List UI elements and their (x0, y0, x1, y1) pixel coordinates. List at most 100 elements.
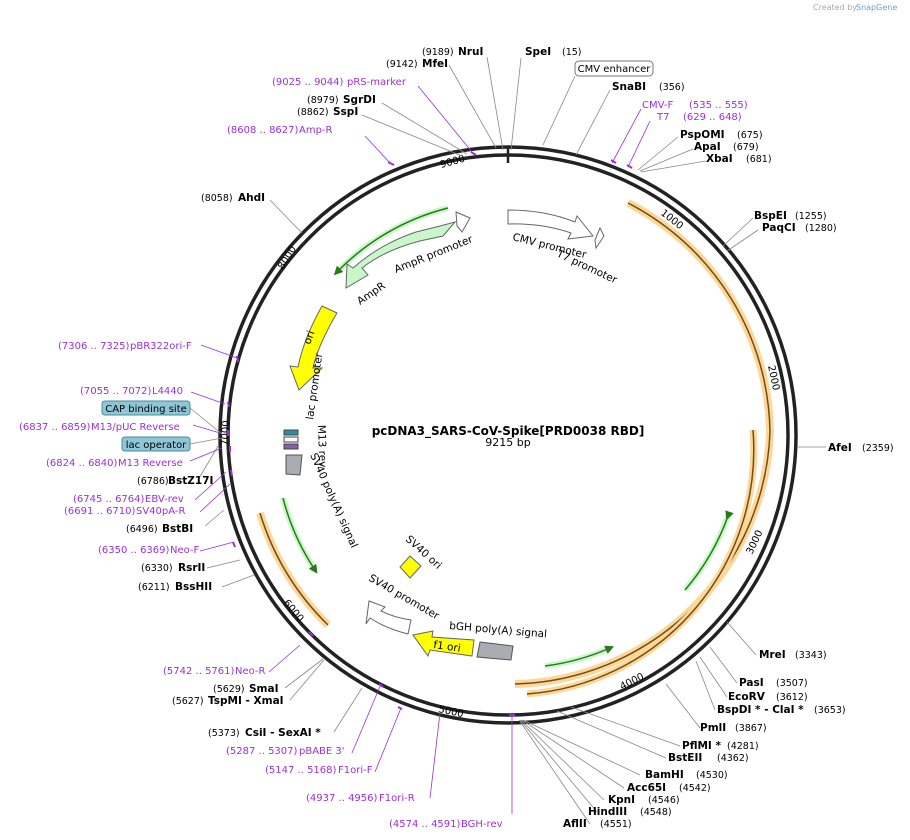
primer-range: (8608 .. 8627) (227, 125, 299, 136)
f1-ori-arrow (412, 630, 475, 658)
enzyme-pos: (1255) (795, 211, 827, 222)
enzyme-name: NruI (458, 46, 483, 58)
enzyme-name: HindIII (588, 806, 627, 818)
primer-name: pRS-marker (347, 77, 407, 88)
enzyme-pos: (681) (746, 154, 772, 165)
enzyme-name: BamHI (645, 769, 684, 781)
ampr-label: AmpR (355, 280, 388, 307)
primer-marks (227, 151, 633, 716)
cap-site-label: CAP binding site (105, 404, 187, 415)
primer-range: (5287 .. 5307) (226, 746, 298, 757)
primer-name: L4440 (152, 386, 183, 397)
primer-name: M13/pUC Reverse (91, 422, 180, 433)
enzyme-name: AhdI (238, 192, 265, 204)
cmv-enhancer-label: CMV enhancer (578, 64, 652, 75)
primer-name: pBR322ori-F (130, 341, 192, 352)
enzyme-pos: (6211) (138, 582, 170, 593)
enzyme-name: PspOMI (680, 129, 725, 141)
primer-name: F1ori-F (338, 765, 373, 776)
snapgene-logo: SnapGene (856, 3, 897, 12)
enzyme-name: BspEI (754, 210, 787, 222)
primer-name: T7 (656, 112, 669, 123)
primer-leader-lines (189, 85, 651, 814)
primer-range: (4574 .. 4591) (389, 819, 461, 830)
enzyme-name: PmlI (700, 722, 726, 734)
enzyme-name: MfeI (422, 58, 448, 70)
primer-range: (5742 .. 5761) (163, 666, 235, 677)
backbone-outer (218, 145, 798, 725)
ori-label: ori (302, 329, 318, 346)
enzyme-pos: (3867) (735, 723, 767, 734)
enzyme-pos: (2359) (862, 443, 894, 454)
primer-labels: (9025 .. 9044) pRS-marker (8608 .. 8627)… (19, 77, 748, 830)
primer-range: (6350 .. 6369) (98, 545, 170, 556)
enzyme-name: SpeI (525, 46, 551, 58)
primer-name: F1ori-R (379, 793, 415, 804)
enzyme-pos: (3343) (795, 650, 827, 661)
sv40-ori-block (399, 555, 422, 579)
primer-name: Amp-R (299, 125, 333, 136)
f1-ori-label: f1 ori (433, 639, 462, 655)
enzyme-name: MreI (759, 649, 786, 661)
primer-name: CMV-F (642, 100, 673, 111)
m13-block (283, 443, 299, 450)
enzyme-name: SspI (333, 106, 358, 118)
enzyme-pos: (5627) (172, 696, 204, 707)
enzyme-name: SmaI (249, 683, 279, 695)
enzyme-pos: (4362) (717, 753, 749, 764)
enzyme-name: SgrDI (343, 94, 376, 106)
tick-9000: 9000 (439, 154, 466, 171)
t7-promoter-label: T7 promoter (554, 247, 620, 286)
enzyme-name: XbaI (706, 153, 733, 165)
lac-promoter-block (283, 436, 299, 443)
enzyme-name: EcoRV (728, 691, 766, 703)
enzyme-pos: (5629) (213, 684, 245, 695)
lac-operator-label: lac operator (126, 440, 187, 451)
cmv-enhancer-box (574, 60, 654, 77)
enzyme-pos: (4551) (600, 819, 632, 830)
primer-name: BGH-rev (461, 819, 503, 830)
enzyme-name: AflII (563, 818, 587, 830)
credit-prefix: Created by (813, 3, 857, 12)
enzyme-pos: (679) (733, 142, 759, 153)
enzyme-name: TspMI - XmaI (208, 695, 284, 707)
primer-name: M13 Reverse (118, 458, 183, 469)
enzyme-pos: (1280) (805, 223, 837, 234)
sv40-promoter-arrow (365, 600, 412, 635)
enzyme-name: BstBI (162, 523, 193, 535)
ori-arrow (289, 305, 338, 391)
enzyme-pos: (4548) (640, 807, 672, 818)
enzyme-pos: (4530) (696, 770, 728, 781)
enzyme-leader-lines (197, 56, 826, 825)
enzyme-name: AfeI (828, 442, 852, 454)
primer-range: (5147 .. 5168) (265, 765, 337, 776)
enzyme-name: BspDI * - ClaI * (717, 704, 804, 716)
enzyme-name: CsiI - SexAI * (245, 727, 321, 739)
bgh-polya-label: bGH poly(A) signal (449, 620, 548, 640)
enzyme-name: ApaI (694, 141, 721, 153)
orf-arcs (256, 199, 774, 698)
enzyme-pos: (3653) (814, 705, 846, 716)
t7-promoter-arrow (594, 226, 605, 250)
primer-range: (7055 .. 7072) (80, 386, 152, 397)
tick-5000: 5000 (437, 704, 464, 720)
ampr-arrow (345, 221, 457, 289)
enzyme-name: PasI (739, 677, 764, 689)
lac-operator-block (283, 429, 299, 436)
green-features (280, 205, 734, 669)
sv40-polya-label: SV40 poly(A) signal (307, 451, 360, 550)
enzyme-pos: (4281) (727, 741, 759, 752)
primer-name: SV40pA-R (136, 506, 185, 517)
enzyme-pos: (4546) (648, 795, 680, 806)
enzyme-name: RsrII (178, 562, 205, 574)
enzyme-pos: (3612) (776, 692, 808, 703)
enzyme-pos: (675) (737, 130, 763, 141)
enzyme-name: PaqCI (762, 222, 796, 234)
primer-range: (9025 .. 9044) (272, 77, 344, 88)
primer-range: (6837 .. 6859) (19, 422, 91, 433)
enzyme-pos: (3507) (776, 678, 808, 689)
enzyme-name: PflMI * (682, 740, 721, 752)
enzyme-pos: (6330) (141, 563, 173, 574)
cmv-promoter-arrow (507, 209, 594, 240)
